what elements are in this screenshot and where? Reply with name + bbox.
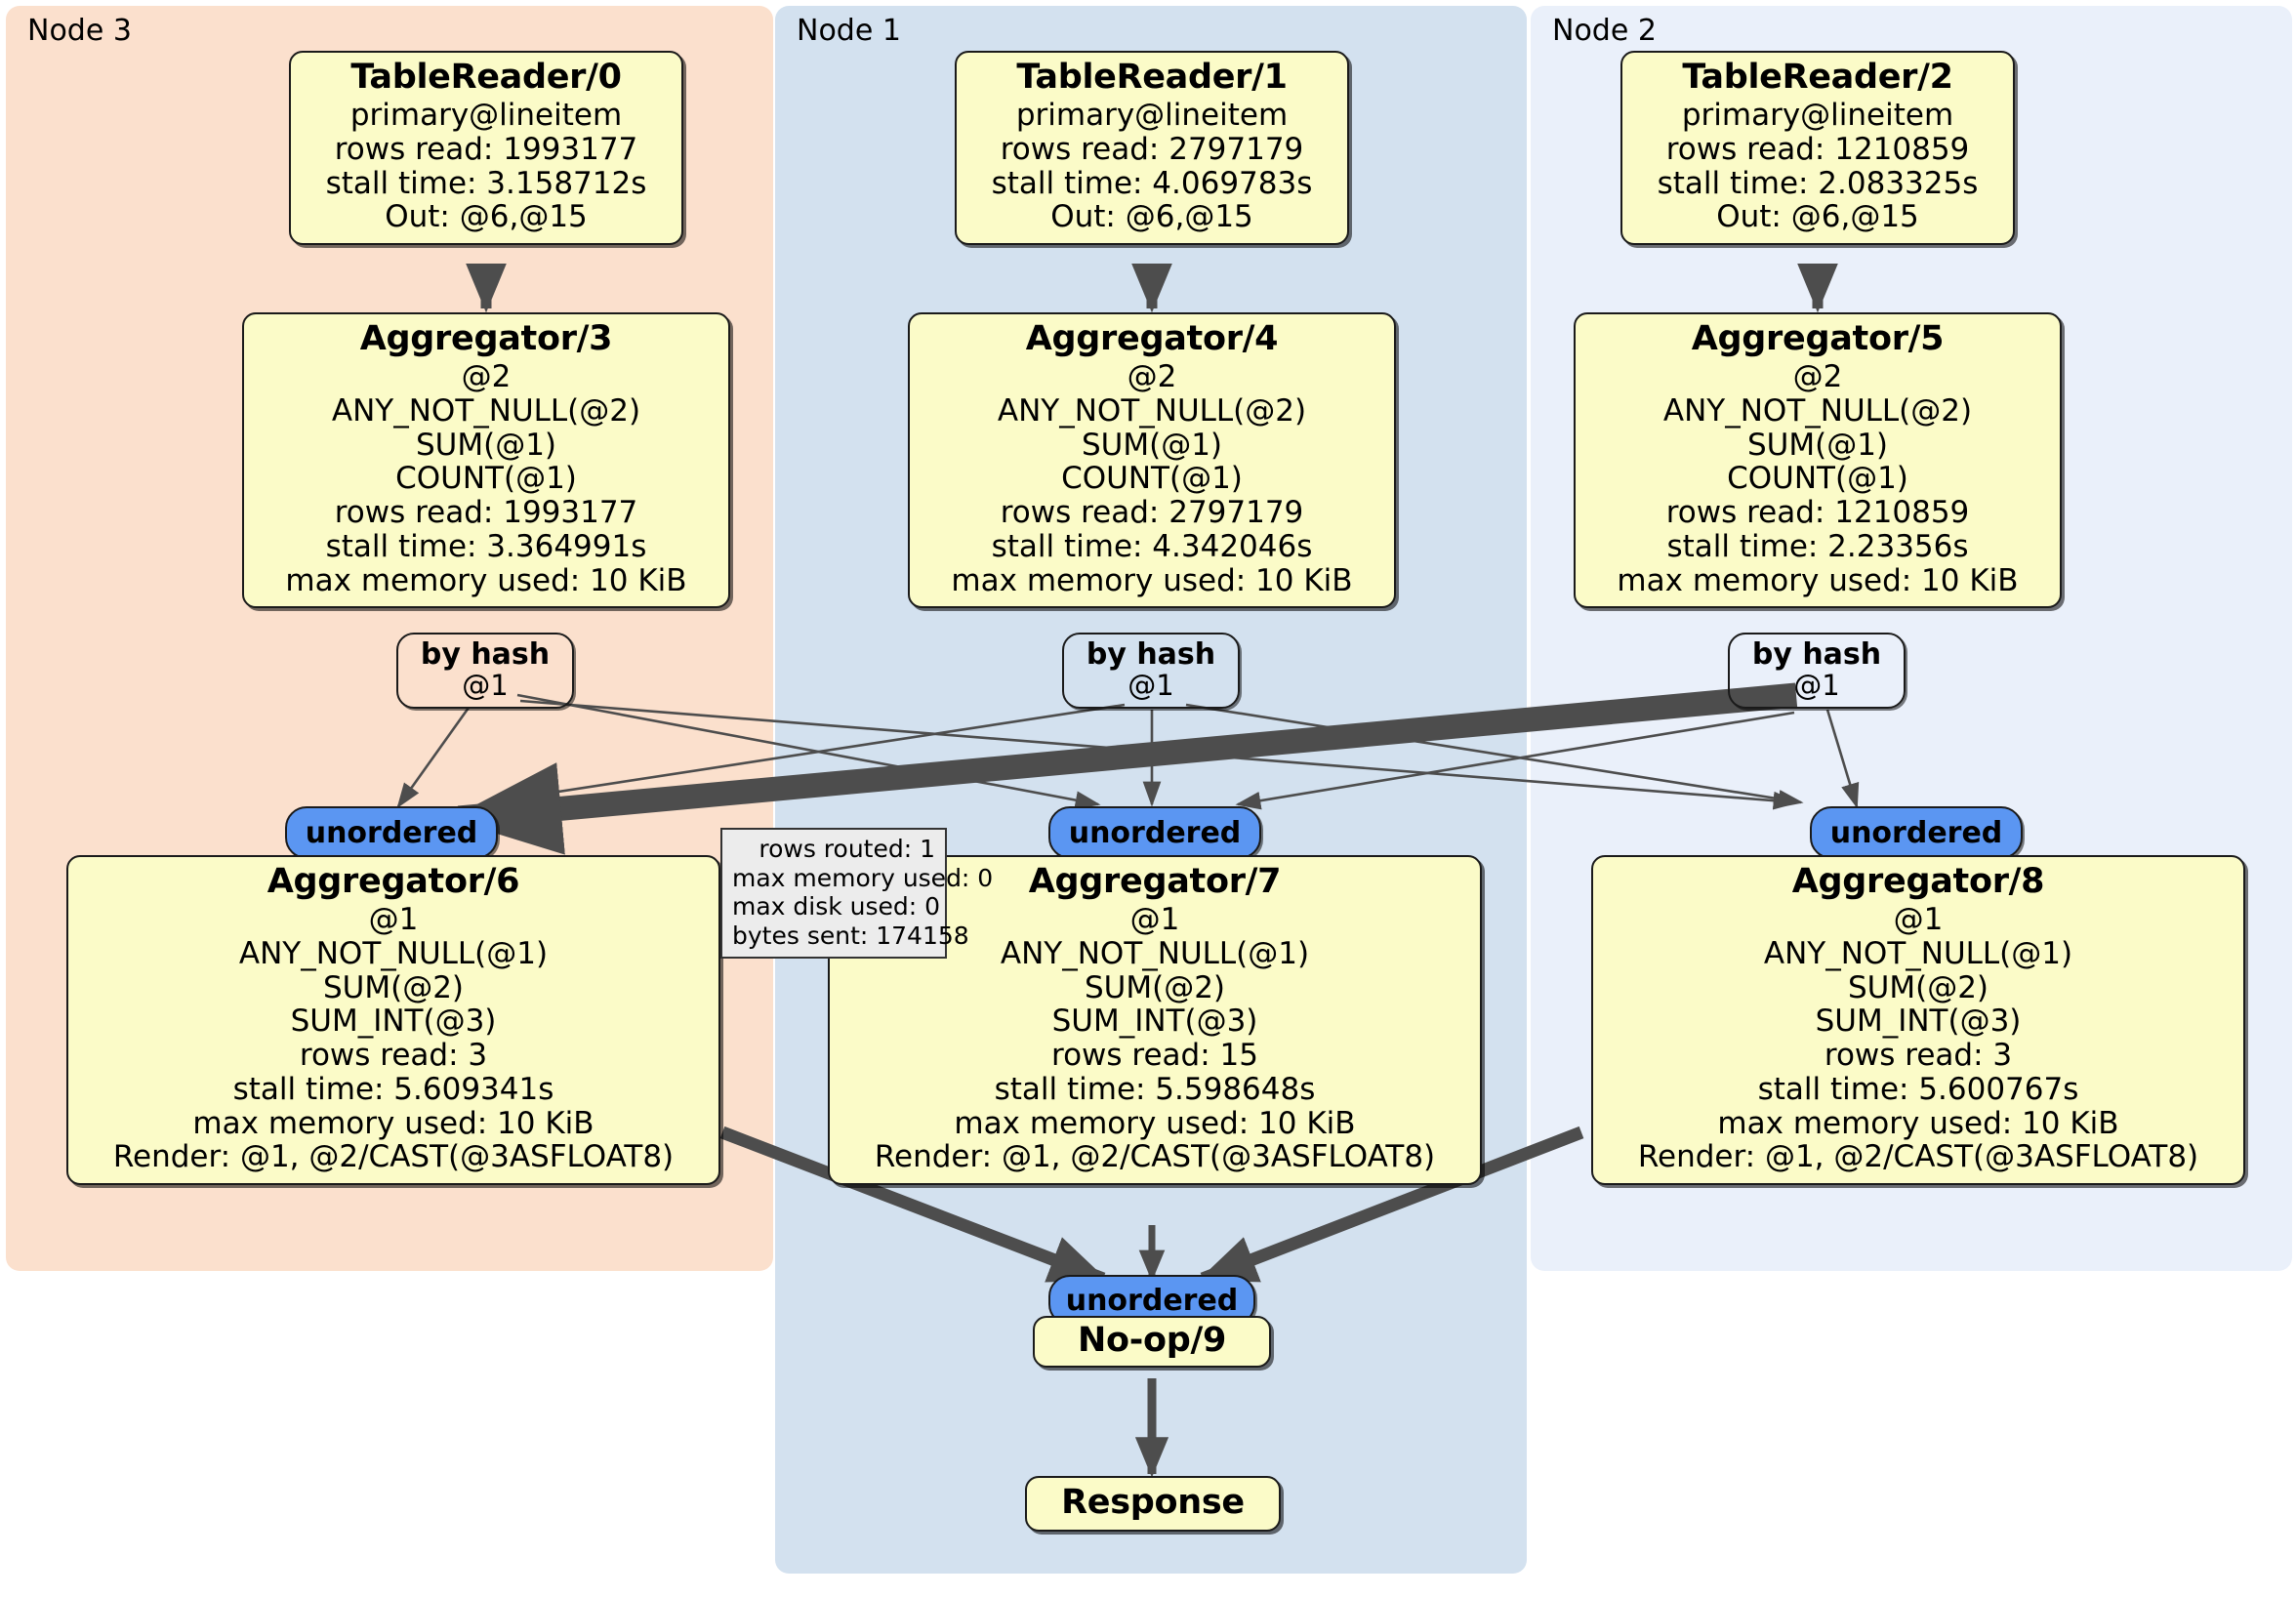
operator-line: primary@lineitem	[1681, 98, 1954, 134]
operator-line: @1	[368, 902, 419, 938]
operator-title: TableReader/0	[350, 58, 622, 97]
operator-aggregator-5[interactable]: Aggregator/5 @2 ANY_NOT_NULL(@2) SUM(@1)…	[1574, 312, 2062, 609]
operator-line: @1	[1129, 902, 1180, 938]
operator-line: ANY_NOT_NULL(@1)	[238, 935, 549, 971]
operator-line: COUNT(@1)	[1061, 461, 1243, 497]
router-by-hash-node-3[interactable]: by hash @1	[396, 633, 574, 709]
operator-line: ANY_NOT_NULL(@2)	[331, 392, 641, 429]
operator-line: ANY_NOT_NULL(@2)	[997, 392, 1307, 429]
operator-line: SUM_INT(@3)	[1051, 1003, 1258, 1040]
operator-line: max memory used: 10 KiB	[954, 1105, 1356, 1141]
operator-line: @2	[461, 359, 512, 395]
stats-line: rows routed: 1	[758, 835, 935, 863]
cluster-label-node-1: Node 1	[797, 14, 901, 48]
operator-line: stall time: 3.364991s	[325, 528, 647, 564]
operator-noop-9[interactable]: No-op/9	[1033, 1316, 1271, 1369]
operator-line: SUM(@1)	[415, 427, 557, 463]
operator-line: max memory used: 10 KiB	[192, 1105, 594, 1141]
operator-tablereader-2[interactable]: TableReader/2 primary@lineitem rows read…	[1620, 51, 2015, 246]
operator-line: SUM(@2)	[322, 969, 465, 1005]
router-title: by hash	[420, 637, 551, 672]
operator-line: Render: @1, @2/CAST(@3ASFLOAT8)	[1637, 1139, 2199, 1175]
operator-line: max memory used: 10 KiB	[285, 562, 687, 598]
stream-unordered-node-1[interactable]: unordered	[1048, 806, 1261, 859]
operator-aggregator-4[interactable]: Aggregator/4 @2 ANY_NOT_NULL(@2) SUM(@1)…	[908, 312, 1396, 609]
operator-line: SUM(@1)	[1746, 427, 1889, 463]
router-column: @1	[462, 669, 509, 702]
operator-line: primary@lineitem	[349, 98, 623, 134]
router-column: @1	[1128, 669, 1174, 702]
operator-line: primary@lineitem	[1015, 98, 1289, 134]
operator-line: rows read: 2797179	[1000, 131, 1304, 167]
operator-line: max memory used: 10 KiB	[1617, 562, 2019, 598]
operator-line: ANY_NOT_NULL(@1)	[1763, 935, 2073, 971]
operator-title: Aggregator/8	[1791, 862, 2045, 901]
operator-line: rows read: 2797179	[1000, 495, 1304, 531]
operator-line: rows read: 3	[299, 1038, 488, 1074]
operator-line: max memory used: 10 KiB	[1717, 1105, 2119, 1141]
operator-line: stall time: 2.083325s	[1657, 165, 1979, 201]
router-title: by hash	[1751, 637, 1882, 672]
operator-line: Out: @6,@15	[1716, 199, 1919, 235]
operator-line: stall time: 3.158712s	[325, 165, 647, 201]
operator-line: max memory used: 10 KiB	[951, 562, 1353, 598]
operator-title: TableReader/2	[1682, 58, 1953, 97]
operator-line: SUM_INT(@3)	[290, 1003, 497, 1040]
stats-line: max memory used: 0	[732, 863, 994, 892]
cluster-label-node-3: Node 3	[27, 14, 132, 48]
operator-tablereader-0[interactable]: TableReader/0 primary@lineitem rows read…	[289, 51, 683, 246]
operator-line: SUM(@1)	[1081, 427, 1223, 463]
operator-title: Aggregator/3	[359, 319, 613, 358]
operator-line: stall time: 5.609341s	[232, 1071, 554, 1107]
operator-aggregator-6[interactable]: Aggregator/6 @1 ANY_NOT_NULL(@1) SUM(@2)…	[66, 855, 720, 1185]
operator-line: stall time: 4.069783s	[991, 165, 1313, 201]
operator-line: stall time: 4.342046s	[991, 528, 1313, 564]
stream-unordered-node-3[interactable]: unordered	[285, 806, 498, 859]
operator-tablereader-1[interactable]: TableReader/1 primary@lineitem rows read…	[955, 51, 1349, 246]
stats-line: bytes sent: 174158	[732, 921, 969, 950]
operator-line: SUM(@2)	[1084, 969, 1226, 1005]
operator-title: Aggregator/5	[1691, 319, 1945, 358]
operator-line: ANY_NOT_NULL(@1)	[1000, 935, 1310, 971]
cluster-label-node-2: Node 2	[1552, 14, 1657, 48]
operator-line: COUNT(@1)	[1727, 461, 1908, 497]
router-by-hash-node-2[interactable]: by hash @1	[1728, 633, 1906, 709]
stats-line: max disk used: 0	[732, 892, 941, 921]
router-column: @1	[1793, 669, 1840, 702]
operator-title: Aggregator/4	[1025, 319, 1279, 358]
operator-line: stall time: 2.23356s	[1666, 528, 1969, 564]
operator-line: rows read: 1993177	[334, 131, 638, 167]
operator-line: ANY_NOT_NULL(@2)	[1662, 392, 1973, 429]
operator-line: Out: @6,@15	[385, 199, 588, 235]
operator-title: Aggregator/7	[1028, 862, 1282, 901]
operator-title: Aggregator/6	[266, 862, 520, 901]
operator-line: Render: @1, @2/CAST(@3ASFLOAT8)	[112, 1139, 675, 1175]
operator-response[interactable]: Response	[1025, 1476, 1281, 1533]
operator-line: stall time: 5.598648s	[994, 1071, 1316, 1107]
operator-line: SUM_INT(@3)	[1815, 1003, 2022, 1040]
operator-line: rows read: 3	[1824, 1038, 2013, 1074]
operator-aggregator-7[interactable]: Aggregator/7 @1 ANY_NOT_NULL(@1) SUM(@2)…	[828, 855, 1482, 1185]
operator-aggregator-3[interactable]: Aggregator/3 @2 ANY_NOT_NULL(@2) SUM(@1)…	[242, 312, 730, 609]
operator-line: rows read: 1210859	[1665, 131, 1970, 167]
router-title: by hash	[1086, 637, 1216, 672]
operator-line: stall time: 5.600767s	[1757, 1071, 2079, 1107]
operator-title: Response	[1061, 1483, 1245, 1522]
operator-line: @1	[1893, 902, 1944, 938]
operator-line: Out: @6,@15	[1050, 199, 1253, 235]
operator-aggregator-8[interactable]: Aggregator/8 @1 ANY_NOT_NULL(@1) SUM(@2)…	[1591, 855, 2245, 1185]
operator-line: rows read: 1210859	[1665, 495, 1970, 531]
operator-line: @2	[1792, 359, 1843, 395]
operator-line: Render: @1, @2/CAST(@3ASFLOAT8)	[874, 1139, 1436, 1175]
stream-unordered-node-2[interactable]: unordered	[1810, 806, 2023, 859]
operator-line: SUM(@2)	[1847, 969, 1989, 1005]
operator-line: rows read: 15	[1051, 1038, 1258, 1074]
operator-line: rows read: 1993177	[334, 495, 638, 531]
operator-line: COUNT(@1)	[395, 461, 577, 497]
operator-line: @2	[1127, 359, 1177, 395]
operator-title: TableReader/1	[1016, 58, 1288, 97]
router-stats-box: rows routed: 1 max memory used: 0 max di…	[720, 828, 994, 959]
router-by-hash-node-1[interactable]: by hash @1	[1062, 633, 1240, 709]
operator-title: No-op/9	[1078, 1321, 1226, 1360]
